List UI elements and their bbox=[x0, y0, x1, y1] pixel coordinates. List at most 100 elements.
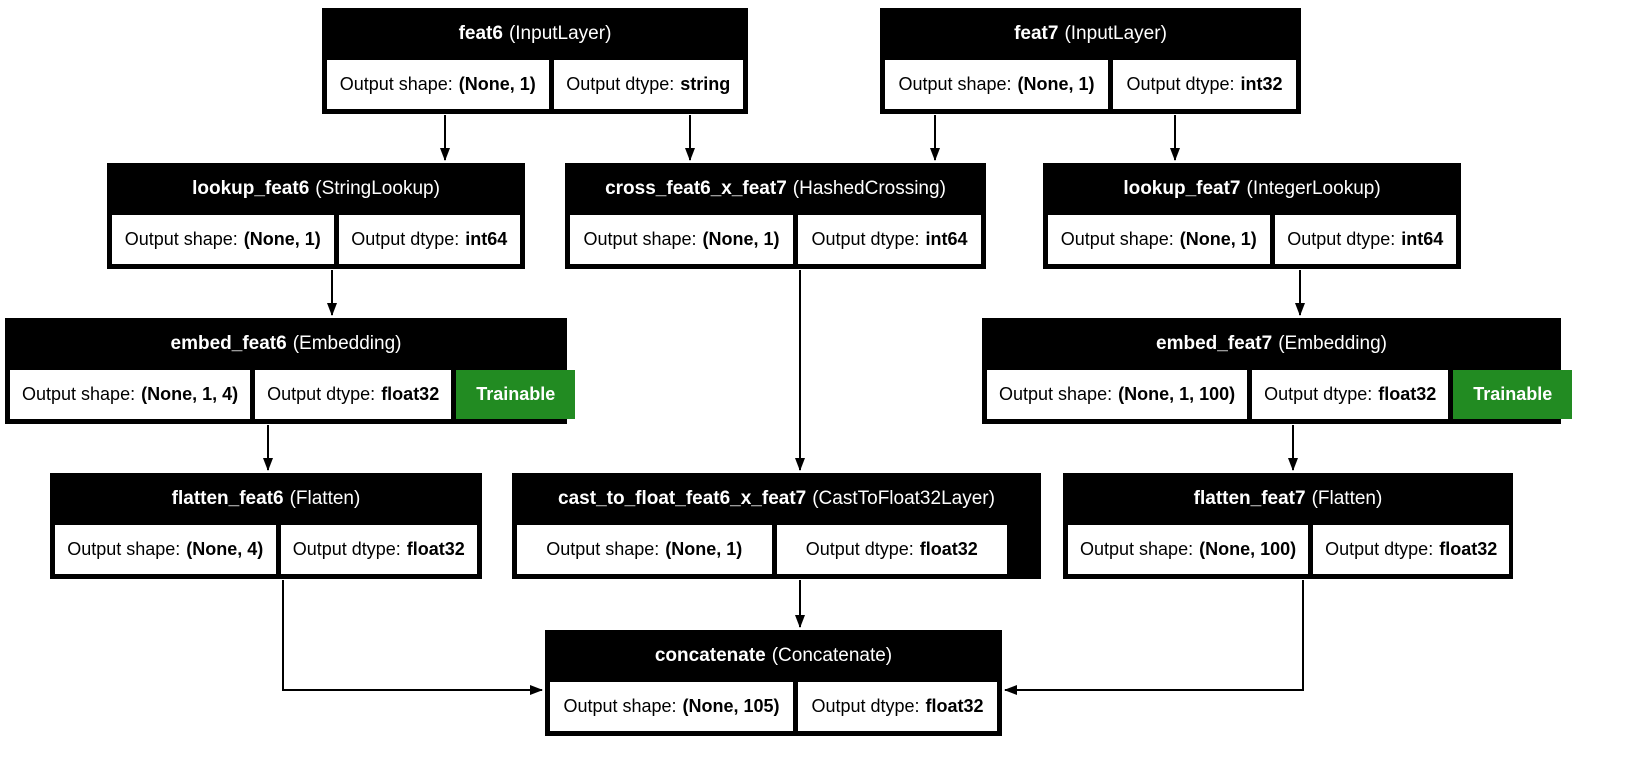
layer-name: feat7 bbox=[1014, 23, 1059, 44]
layer-class: (Embedding) bbox=[1278, 333, 1387, 354]
layer-node-lookup_feat7: lookup_feat7 (IntegerLookup) Output shap… bbox=[1043, 163, 1461, 269]
layer-node-lookup_feat6: lookup_feat6 (StringLookup) Output shape… bbox=[107, 163, 525, 269]
layer-cells: Output shape: (None, 1, 100) Output dtyp… bbox=[982, 370, 1573, 424]
output-shape-value: (None, 1, 100) bbox=[1118, 384, 1236, 404]
layer-name: lookup_feat7 bbox=[1123, 178, 1241, 199]
output-shape-cell: Output shape: (None, 1, 100) bbox=[987, 370, 1248, 419]
output-dtype-cell: Output dtype: string bbox=[553, 60, 744, 109]
edge-flatten_feat6-to-concatenate bbox=[282, 580, 543, 695]
output-shape-cell: Output shape: (None, 100) bbox=[1068, 525, 1309, 574]
layer-node-feat6: feat6 (InputLayer) Output shape: (None, … bbox=[322, 8, 748, 114]
output-dtype-label: Output dtype: bbox=[1287, 229, 1396, 249]
trainable-badge: Trainable bbox=[456, 370, 576, 419]
layer-name: flatten_feat7 bbox=[1193, 488, 1306, 509]
output-shape-label: Output shape: bbox=[1060, 229, 1174, 249]
layer-title-cast_to_float_feat6_x_feat7: cast_to_float_feat6_x_feat7 (CastToFloat… bbox=[512, 473, 1041, 525]
output-shape-label: Output shape: bbox=[898, 74, 1012, 94]
layer-class: (Flatten) bbox=[1311, 488, 1383, 509]
layer-cells: Output shape: (None, 4) Output dtype: fl… bbox=[50, 525, 482, 579]
layer-cells: Output shape: (None, 1) Output dtype: in… bbox=[1043, 215, 1461, 269]
layer-name: embed_feat6 bbox=[170, 333, 287, 354]
layer-class: (Flatten) bbox=[289, 488, 361, 509]
output-shape-label: Output shape: bbox=[1080, 539, 1194, 559]
layer-name: flatten_feat6 bbox=[171, 488, 284, 509]
output-shape-label: Output shape: bbox=[22, 384, 136, 404]
layer-class: (InputLayer) bbox=[508, 23, 612, 44]
layer-cells: Output shape: (None, 1) Output dtype: fl… bbox=[512, 525, 1041, 579]
layer-title-embed_feat6: embed_feat6 (Embedding) bbox=[5, 318, 567, 370]
layer-node-embed_feat6: embed_feat6 (Embedding) Output shape: (N… bbox=[5, 318, 576, 424]
output-dtype-value: int64 bbox=[1401, 229, 1444, 249]
output-dtype-cell: Output dtype: float32 bbox=[1313, 525, 1510, 574]
output-shape-value: (None, 1) bbox=[1179, 229, 1257, 249]
output-shape-value: (None, 1) bbox=[458, 74, 536, 94]
layer-title-embed_feat7: embed_feat7 (Embedding) bbox=[982, 318, 1561, 370]
layer-title-concatenate: concatenate (Concatenate) bbox=[545, 630, 1002, 682]
output-shape-value: (None, 4) bbox=[186, 539, 264, 559]
layer-name: feat6 bbox=[458, 23, 503, 44]
output-dtype-label: Output dtype: bbox=[267, 384, 376, 404]
layer-name: cross_feat6_x_feat7 bbox=[605, 178, 787, 199]
output-dtype-label: Output dtype: bbox=[811, 229, 920, 249]
layer-node-feat7: feat7 (InputLayer) Output shape: (None, … bbox=[880, 8, 1301, 114]
output-shape-cell: Output shape: (None, 1) bbox=[112, 215, 334, 264]
output-shape-cell: Output shape: (None, 1) bbox=[885, 60, 1109, 109]
output-shape-cell: Output shape: (None, 105) bbox=[550, 682, 794, 731]
output-dtype-label: Output dtype: bbox=[292, 539, 401, 559]
layer-cells: Output shape: (None, 105) Output dtype: … bbox=[545, 682, 1002, 736]
output-dtype-label: Output dtype: bbox=[805, 539, 914, 559]
output-shape-label: Output shape: bbox=[563, 696, 677, 716]
output-dtype-value: float32 bbox=[925, 696, 984, 716]
layer-node-flatten_feat7: flatten_feat7 (Flatten) Output shape: (N… bbox=[1063, 473, 1513, 579]
layer-name: embed_feat7 bbox=[1156, 333, 1273, 354]
layer-class: (Concatenate) bbox=[771, 645, 893, 666]
output-dtype-label: Output dtype: bbox=[1264, 384, 1373, 404]
output-dtype-cell: Output dtype: float32 bbox=[1252, 370, 1449, 419]
output-shape-cell: Output shape: (None, 1) bbox=[1048, 215, 1270, 264]
output-shape-cell: Output shape: (None, 1) bbox=[570, 215, 794, 264]
layer-cells: Output shape: (None, 1) Output dtype: in… bbox=[565, 215, 986, 269]
output-shape-label: Output shape: bbox=[999, 384, 1113, 404]
layer-node-cast_to_float_feat6_x_feat7: cast_to_float_feat6_x_feat7 (CastToFloat… bbox=[512, 473, 1041, 579]
layer-node-cross_feat6_x_feat7: cross_feat6_x_feat7 (HashedCrossing) Out… bbox=[565, 163, 986, 269]
layer-title-feat7: feat7 (InputLayer) bbox=[880, 8, 1301, 60]
output-shape-value: (None, 105) bbox=[682, 696, 780, 716]
output-shape-value: (None, 1) bbox=[702, 229, 780, 249]
output-dtype-value: string bbox=[680, 74, 731, 94]
output-dtype-cell: Output dtype: int64 bbox=[1274, 215, 1457, 264]
output-dtype-cell: Output dtype: float32 bbox=[255, 370, 452, 419]
trainable-badge: Trainable bbox=[1453, 370, 1573, 419]
output-shape-label: Output shape: bbox=[583, 229, 697, 249]
layer-name: concatenate bbox=[654, 645, 766, 666]
layer-node-concatenate: concatenate (Concatenate) Output shape: … bbox=[545, 630, 1002, 736]
output-shape-label: Output shape: bbox=[546, 539, 660, 559]
output-dtype-value: float32 bbox=[381, 384, 440, 404]
output-dtype-value: float32 bbox=[406, 539, 465, 559]
layer-title-lookup_feat7: lookup_feat7 (IntegerLookup) bbox=[1043, 163, 1461, 215]
layer-name: lookup_feat6 bbox=[192, 178, 310, 199]
output-dtype-cell: Output dtype: float32 bbox=[798, 682, 998, 731]
output-dtype-value: int32 bbox=[1240, 74, 1283, 94]
output-dtype-label: Output dtype: bbox=[1325, 539, 1434, 559]
layer-class: (InputLayer) bbox=[1064, 23, 1167, 44]
layer-title-cross_feat6_x_feat7: cross_feat6_x_feat7 (HashedCrossing) bbox=[565, 163, 986, 215]
layer-class: (HashedCrossing) bbox=[792, 178, 946, 199]
layer-class: (Embedding) bbox=[292, 333, 402, 354]
output-dtype-cell: Output dtype: int64 bbox=[338, 215, 521, 264]
layer-class: (CastToFloat32Layer) bbox=[812, 488, 995, 509]
layer-cells: Output shape: (None, 1, 4) Output dtype:… bbox=[5, 370, 576, 424]
output-shape-label: Output shape: bbox=[339, 74, 453, 94]
output-shape-cell: Output shape: (None, 4) bbox=[55, 525, 276, 574]
output-shape-label: Output shape: bbox=[67, 539, 181, 559]
output-dtype-value: float32 bbox=[1378, 384, 1437, 404]
layer-cells: Output shape: (None, 100) Output dtype: … bbox=[1063, 525, 1513, 579]
layer-title-lookup_feat6: lookup_feat6 (StringLookup) bbox=[107, 163, 525, 215]
layer-name: cast_to_float_feat6_x_feat7 bbox=[558, 488, 807, 509]
output-dtype-cell: Output dtype: int32 bbox=[1113, 60, 1297, 109]
output-dtype-value: int64 bbox=[925, 229, 968, 249]
layer-title-flatten_feat6: flatten_feat6 (Flatten) bbox=[50, 473, 482, 525]
layer-cells: Output shape: (None, 1) Output dtype: in… bbox=[107, 215, 525, 269]
output-dtype-label: Output dtype: bbox=[811, 696, 920, 716]
output-dtype-cell: Output dtype: float32 bbox=[280, 525, 477, 574]
